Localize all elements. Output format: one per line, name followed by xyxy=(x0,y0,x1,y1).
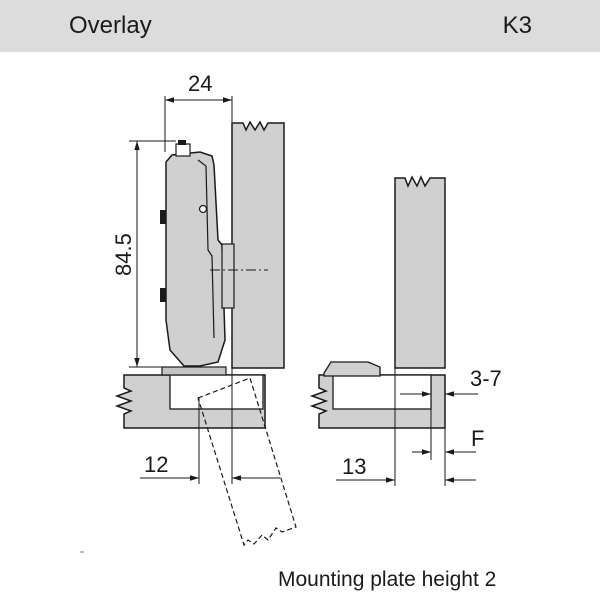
dim-hinge-height: 84.5 xyxy=(111,233,136,276)
dim-right-offset: 13 xyxy=(342,454,366,479)
caption: Mounting plate height 2 xyxy=(278,568,497,591)
right-door xyxy=(394,175,446,369)
hinge-arm xyxy=(165,151,226,367)
left-door xyxy=(231,120,285,369)
header-code: K3 xyxy=(502,12,532,39)
dim-overlay-label: F xyxy=(471,426,484,451)
right-cup-recess xyxy=(332,374,432,410)
header-title: Overlay xyxy=(69,12,152,39)
left-view: 24 84.5 12 xyxy=(111,71,297,547)
left-cup-recess xyxy=(169,374,264,410)
dim-overlay-range: 3-7 xyxy=(470,366,502,391)
dim-left-offset: 12 xyxy=(144,452,168,477)
header-bar: Overlay K3 xyxy=(0,0,600,52)
open-door-outline xyxy=(197,377,297,547)
right-view: 3-7 F 13 xyxy=(309,175,502,486)
dim-hinge-width: 24 xyxy=(188,71,212,96)
